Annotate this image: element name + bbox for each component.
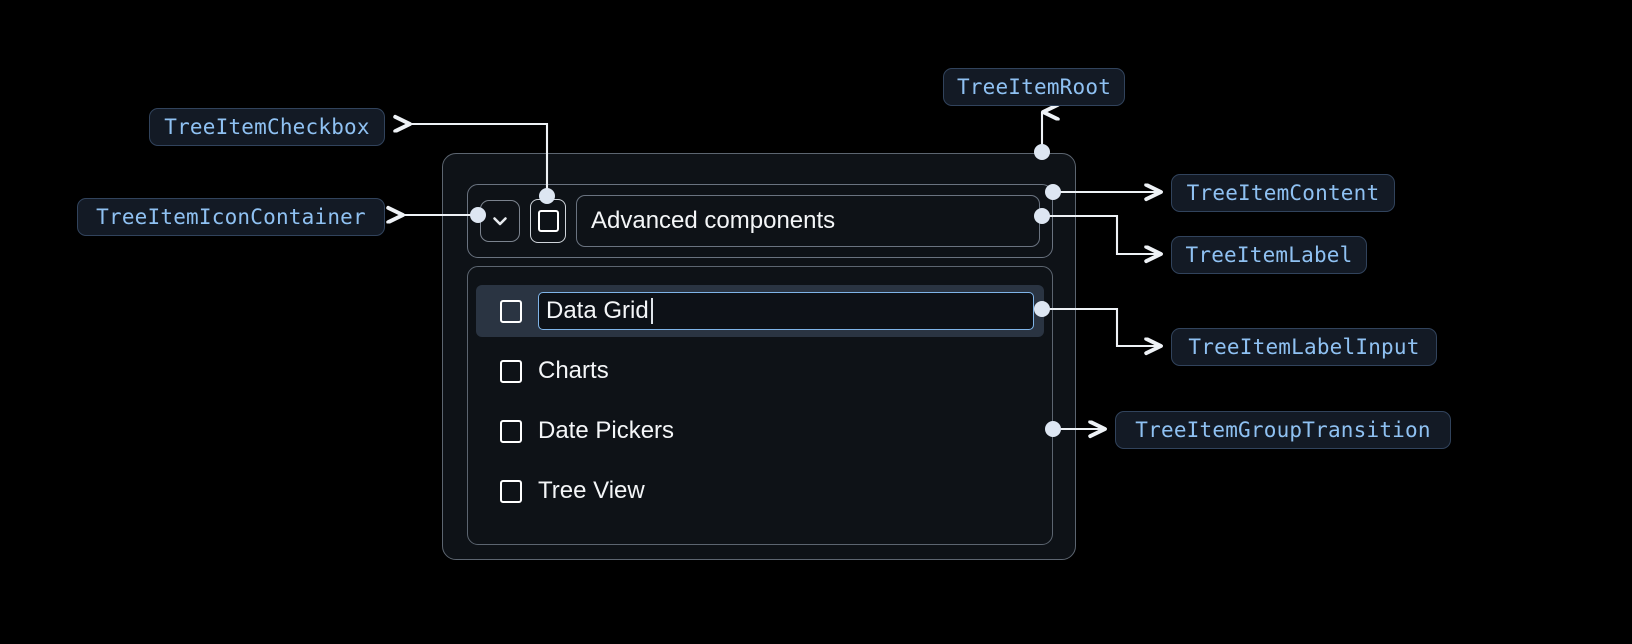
tree-item-icon-container[interactable]: [480, 200, 520, 242]
tree-row-date-pickers[interactable]: Date Pickers: [468, 405, 1052, 457]
tree-row-data-grid[interactable]: Data Grid: [476, 285, 1044, 337]
label-input-value: Data Grid: [546, 297, 649, 324]
annotation-chip-checkbox[interactable]: TreeItemCheckbox: [149, 108, 385, 146]
annotation-chip-label[interactable]: TreeItemLabel: [1171, 236, 1367, 274]
text-caret: [650, 298, 653, 324]
tree-item-label-input[interactable]: Data Grid: [538, 292, 1034, 330]
tree-row-tree-view[interactable]: Tree View: [468, 465, 1052, 517]
tree-item-content[interactable]: Advanced components: [467, 184, 1053, 258]
checkbox-unchecked-icon: [537, 210, 559, 232]
annotation-chip-root[interactable]: TreeItemRoot: [943, 68, 1125, 106]
annotation-chip-icon-container[interactable]: TreeItemIconContainer: [77, 198, 385, 236]
annotation-chip-content[interactable]: TreeItemContent: [1171, 174, 1395, 212]
tree-item-group-transition: Data Grid Charts Date Pickers Tree View: [467, 266, 1053, 545]
checkbox-unchecked-icon[interactable]: [500, 479, 522, 503]
tree-item-checkbox[interactable]: [530, 199, 566, 243]
tree-row-charts[interactable]: Charts: [468, 345, 1052, 397]
annotation-chip-label-input[interactable]: TreeItemLabelInput: [1171, 328, 1437, 366]
chevron-down-icon: [493, 217, 507, 226]
tree-item-label: Date Pickers: [538, 417, 675, 444]
tree-item-label[interactable]: Advanced components: [576, 195, 1040, 247]
tree-item-label: Tree View: [538, 477, 645, 504]
tree-item-label: Charts: [538, 357, 609, 384]
checkbox-unchecked-icon[interactable]: [500, 419, 522, 443]
tree-item-root[interactable]: Advanced components Data Grid Charts Dat…: [442, 153, 1076, 560]
checkbox-unchecked-icon[interactable]: [500, 359, 522, 383]
annotation-chip-group-transition[interactable]: TreeItemGroupTransition: [1115, 411, 1451, 449]
checkbox-unchecked-icon[interactable]: [500, 299, 522, 323]
